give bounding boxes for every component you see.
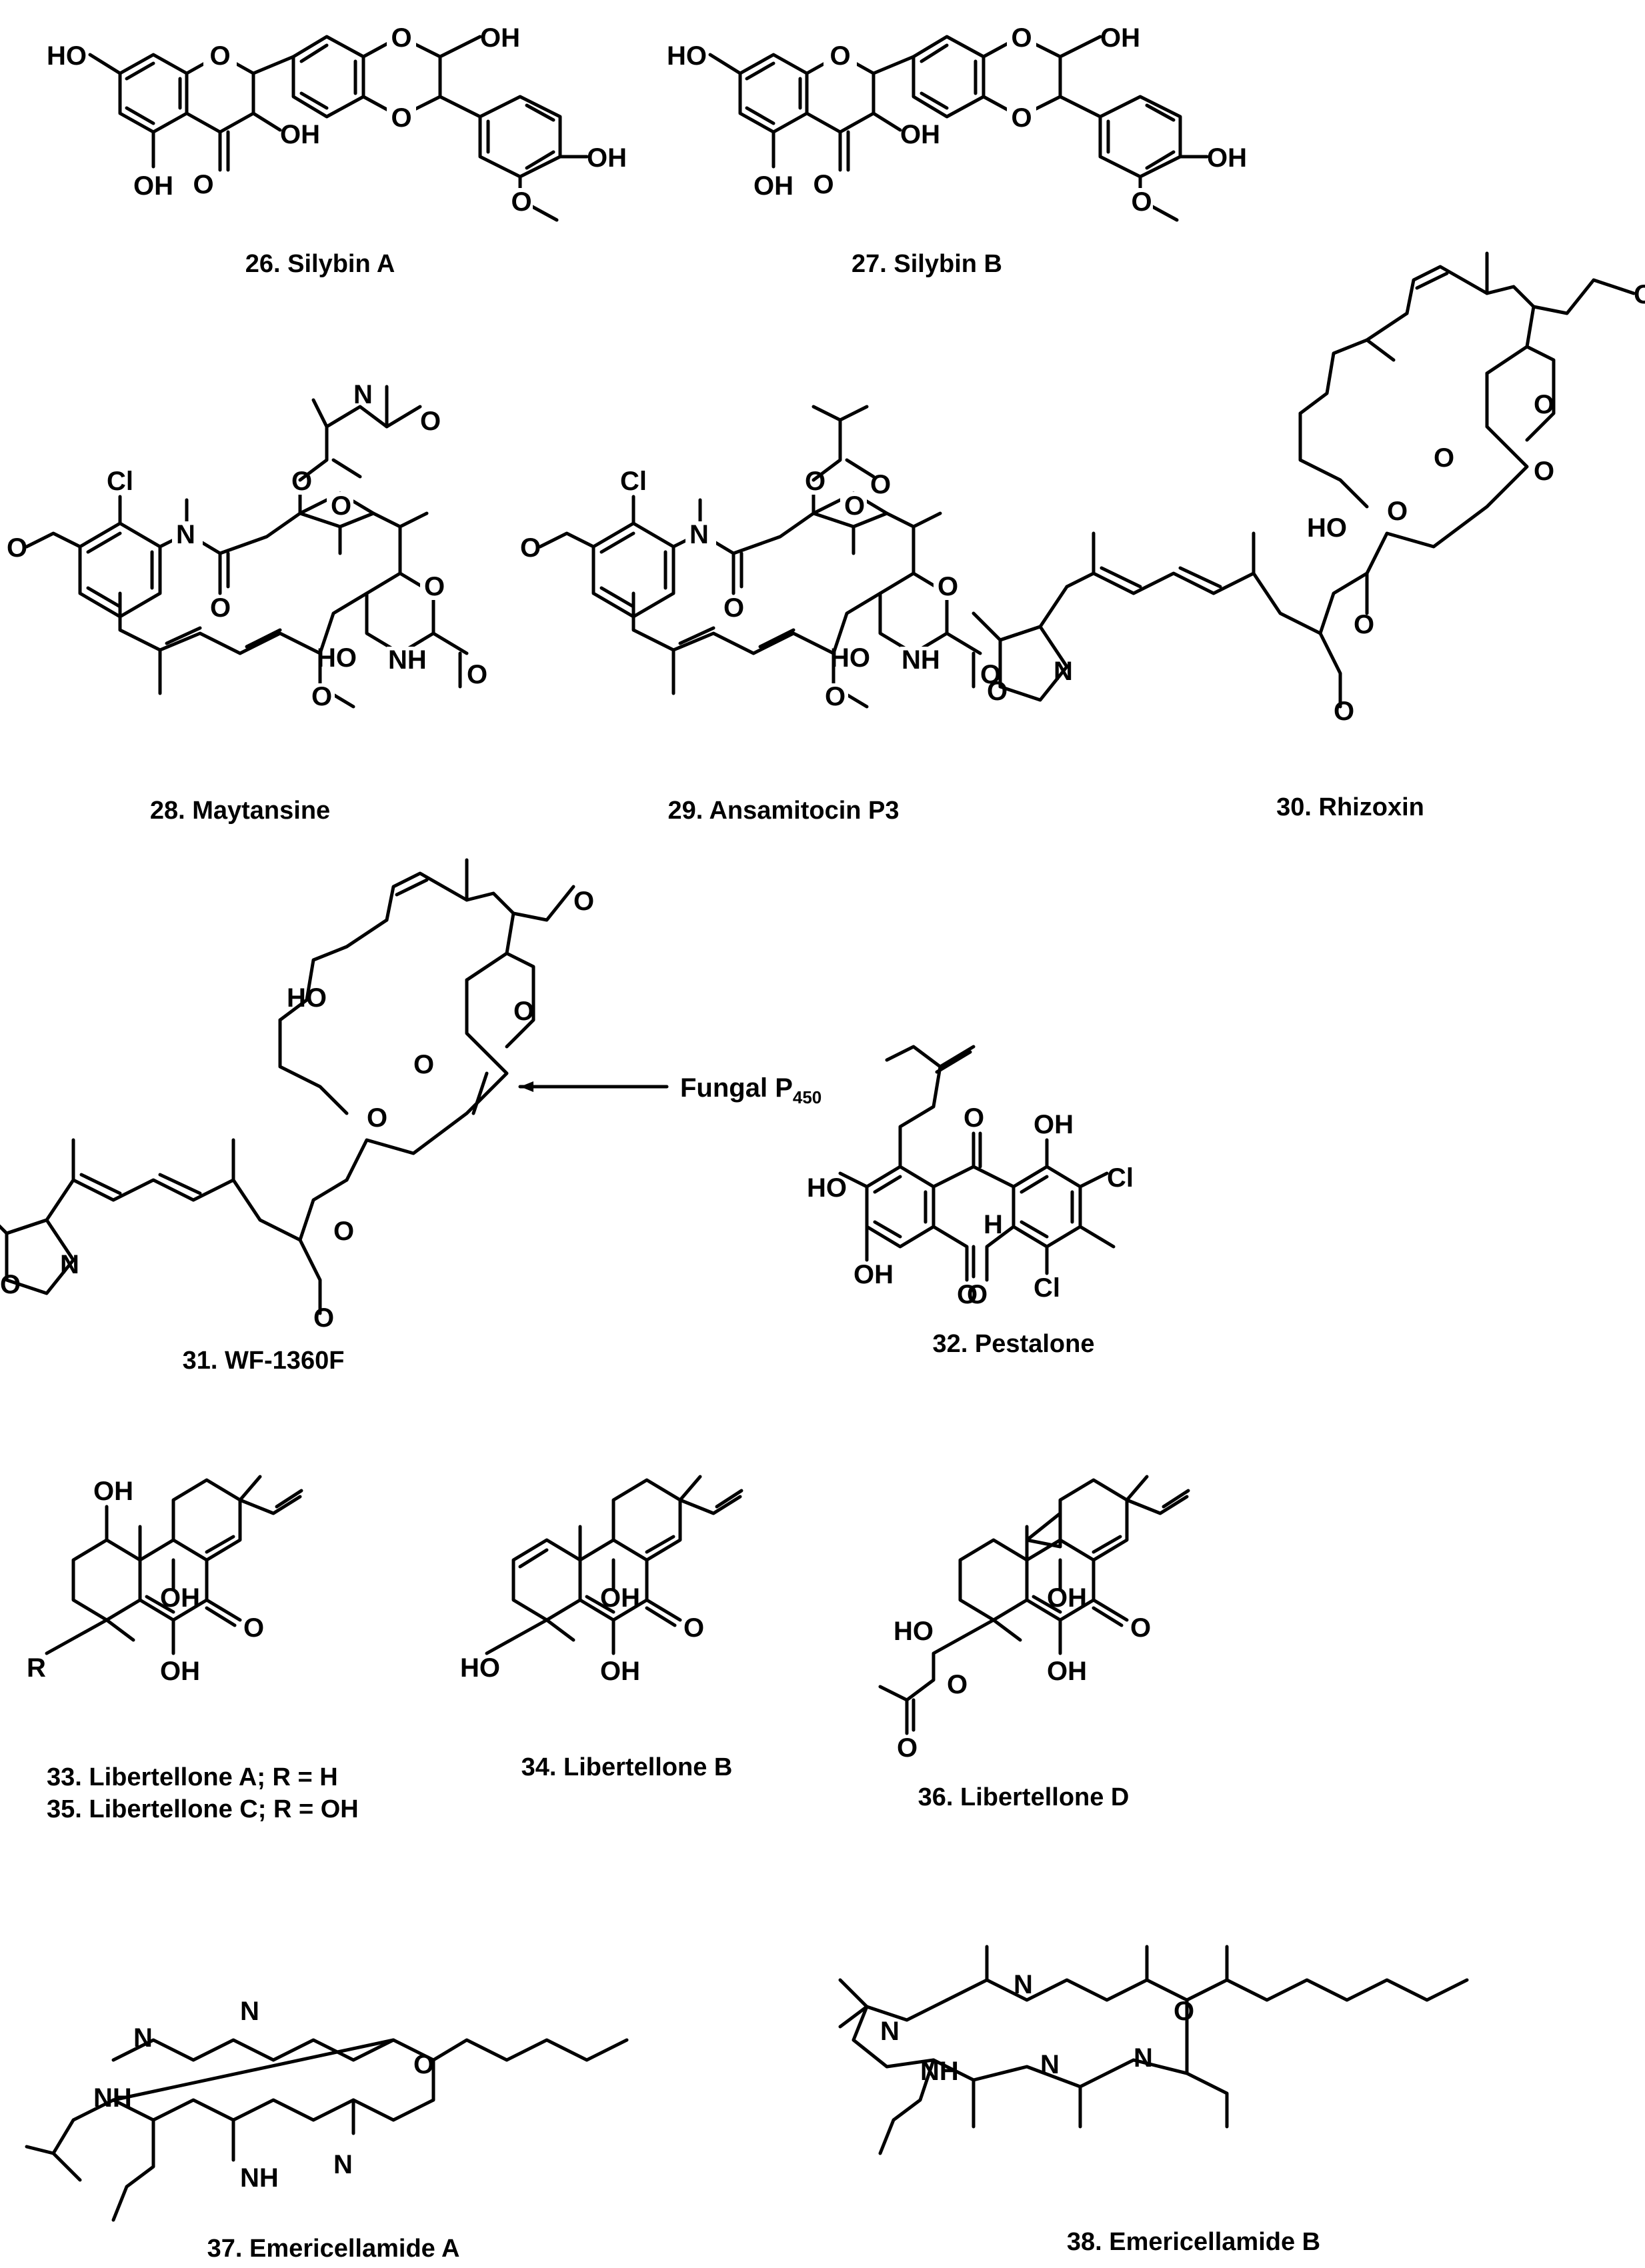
svg-text:O: O: [1534, 390, 1554, 419]
svg-text:O: O: [0, 1270, 21, 1299]
structure-wf-1360f: N O O O O O HO O O Fungal P450: [0, 858, 821, 1333]
svg-text:O: O: [1334, 697, 1354, 726]
structure-pestalone: HO OH O H O OH Cl Cl O: [807, 1045, 1134, 1309]
structure-maytansine: N O: [7, 380, 487, 711]
label-maytansine: 28. Maytansine: [149, 797, 331, 825]
svg-text:N: N: [1040, 2050, 1060, 2079]
label-wf-1360f: 31. WF-1360F: [182, 1347, 345, 1375]
svg-text:O: O: [333, 1217, 354, 1246]
structure-libertellone-a-c: OH R: [27, 1477, 301, 1686]
svg-text:N: N: [333, 2150, 353, 2179]
svg-text:O: O: [1434, 443, 1454, 473]
svg-text:O: O: [967, 1280, 988, 1309]
structure-silybin-b: [667, 23, 1247, 220]
svg-text:O: O: [413, 1050, 434, 1079]
svg-text:N: N: [1014, 1970, 1033, 1999]
svg-text:N: N: [1054, 657, 1073, 686]
svg-text:N: N: [1134, 2043, 1153, 2073]
structure-silybin-a: [47, 23, 627, 220]
svg-text:N: N: [353, 380, 373, 409]
svg-text:NH: NH: [93, 2083, 132, 2113]
svg-text:N: N: [60, 1250, 79, 1279]
svg-text:O: O: [1174, 1997, 1194, 2026]
label-emericellamide-a: 37. Emericellamide A: [207, 2235, 460, 2263]
label-silybin-a: 26. Silybin A: [245, 250, 395, 278]
svg-text:R: R: [27, 1653, 46, 1683]
svg-text:O: O: [987, 677, 1008, 706]
structure-libertellone-d: HO O O: [878, 1477, 1188, 1763]
label-libertellone-b: 34. Libertellone B: [521, 1753, 733, 1781]
svg-text:O: O: [870, 470, 891, 499]
svg-text:HO: HO: [894, 1617, 934, 1646]
svg-text:O: O: [513, 997, 534, 1026]
label-rhizoxin: 30. Rhizoxin: [1276, 793, 1424, 821]
label-libertellone-a: 33. Libertellone A; R = H: [47, 1763, 338, 1791]
label-ansamitocin-p3: 29. Ansamitocin P3: [667, 797, 900, 825]
svg-text:N: N: [880, 2017, 900, 2046]
svg-text:O: O: [1354, 610, 1374, 639]
label-libertellone-d: 36. Libertellone D: [918, 1783, 1130, 1811]
svg-text:NH: NH: [240, 2163, 279, 2193]
svg-text:HO: HO: [807, 1173, 847, 1203]
svg-text:Cl: Cl: [1107, 1163, 1134, 1193]
svg-text:HO: HO: [1307, 513, 1347, 543]
label-silybin-b: 27. Silybin B: [852, 250, 1002, 278]
structure-libertellone-b: HO: [460, 1477, 741, 1686]
svg-text:O: O: [573, 887, 594, 916]
svg-text:O: O: [313, 1303, 334, 1333]
svg-text:O: O: [1534, 457, 1554, 486]
svg-text:Fungal P450: Fungal P450: [680, 1073, 821, 1107]
svg-text:OH: OH: [1034, 1110, 1074, 1139]
svg-text:O: O: [367, 1103, 387, 1133]
svg-text:HO: HO: [460, 1653, 500, 1683]
svg-text:Cl: Cl: [1034, 1273, 1060, 1303]
structure-emericellamide-b: N N NH N N O: [838, 1945, 1469, 2155]
svg-text:HO: HO: [287, 983, 327, 1013]
svg-text:H: H: [984, 1210, 1003, 1239]
svg-text:O: O: [1387, 497, 1408, 526]
label-pestalone: 32. Pestalone: [932, 1330, 1095, 1358]
svg-text:O: O: [897, 1733, 918, 1763]
svg-text:OH: OH: [854, 1260, 894, 1289]
svg-text:O: O: [964, 1103, 984, 1133]
svg-text:O: O: [957, 1280, 978, 1309]
svg-text:O: O: [1634, 280, 1645, 309]
svg-text:OH: OH: [93, 1477, 133, 1506]
structure-emericellamide-a: N N NH NH N O: [25, 1997, 629, 2222]
label-libertellone-c: 35. Libertellone C; R = OH: [47, 1795, 359, 1823]
structure-rhizoxin: N O O O O O HO O O O: [972, 251, 1645, 726]
label-emericellamide-b: 38. Emericellamide B: [1066, 2228, 1321, 2256]
svg-text:O: O: [420, 407, 441, 436]
svg-text:N: N: [133, 2023, 153, 2053]
svg-text:N: N: [240, 1997, 259, 2026]
structure-ansamitocin-p3: O: [520, 405, 1001, 711]
svg-text:O: O: [413, 2050, 434, 2079]
svg-text:NH: NH: [920, 2057, 959, 2086]
svg-text:O: O: [947, 1670, 968, 1699]
